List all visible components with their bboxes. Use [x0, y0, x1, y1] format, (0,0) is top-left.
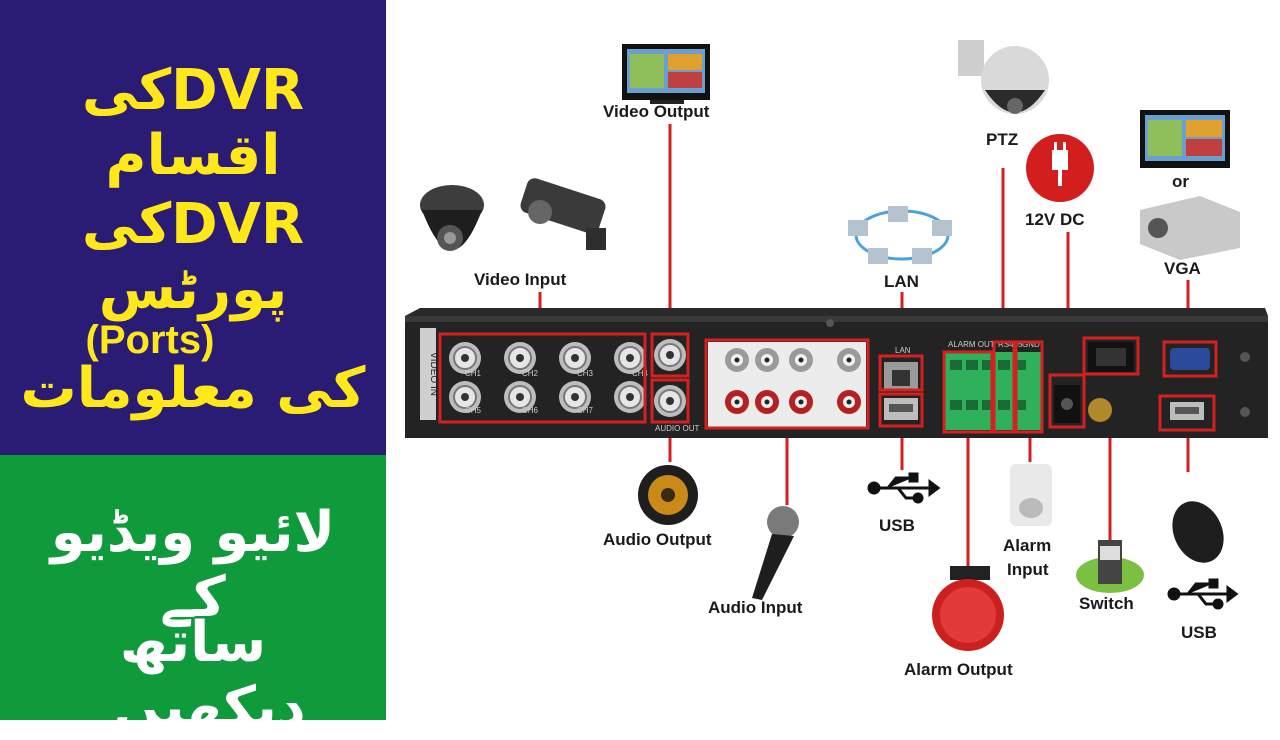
rca-connector	[837, 390, 861, 414]
title-line-1: DVRکی اقسام	[81, 58, 305, 188]
bnc-connector	[504, 381, 536, 413]
ch2-label: CH2	[522, 369, 539, 378]
dvr-ports-diagram: VIDEO IN CH1 CH2 CH3 CH4 CH5 CH6 CH7 AUD…	[405, 40, 1268, 651]
live-video-line-2: ساتھ دیکھیں۔	[80, 610, 306, 740]
ptz-camera-icon	[958, 40, 1049, 114]
alarm-input-label-1: Alarm	[1003, 536, 1052, 555]
bnc-connector	[654, 339, 686, 371]
audio-input-rca-ports	[725, 348, 861, 414]
title-line-3: (Ports)	[85, 318, 215, 362]
ptz-highlight	[992, 340, 1016, 434]
rca-connector	[789, 390, 813, 414]
video-input-label: Video Input	[474, 270, 567, 289]
lan-label: LAN	[884, 272, 919, 291]
rca-connector	[725, 390, 749, 414]
video-input-highlight	[438, 332, 647, 424]
dc-highlight	[1048, 373, 1086, 429]
ch5-label: CH5	[465, 406, 482, 415]
rca-connector	[755, 348, 779, 372]
vga-port	[1170, 348, 1210, 370]
lan-network-icon	[848, 206, 952, 264]
or-label: or	[1172, 172, 1189, 191]
alarm-button-icon	[932, 566, 1004, 651]
channel-labels: CH1 CH2 CH3 CH4 CH5 CH6 CH7 AUDIO OUT AL…	[465, 340, 1040, 433]
fan-label-sticker	[1088, 398, 1112, 422]
audio-input-label: Audio Input	[708, 598, 803, 617]
bnc-connector	[559, 342, 591, 374]
rca-connector	[755, 390, 779, 414]
lan-highlight	[878, 354, 924, 392]
video-output-highlight	[650, 332, 690, 378]
bullet-camera-icon	[520, 178, 606, 250]
title-line-4: کی معلومات	[20, 356, 366, 421]
microphone-icon	[752, 506, 799, 600]
toggle-switch-icon	[1076, 540, 1144, 593]
bnc-connector	[614, 381, 646, 413]
gnd-panel-text: GND	[1022, 340, 1040, 349]
title-panel: DVRکی اقسام DVRکی پورٹس (Ports) کی معلوم…	[0, 0, 386, 455]
live-video-line-1: لائیو ویڈیو کے	[50, 500, 336, 630]
switch-highlight	[1082, 336, 1140, 376]
lan-panel-text: LAN	[895, 346, 911, 355]
usb-symbol-icon	[867, 472, 941, 504]
dome-camera-icon	[420, 185, 484, 251]
ch6-label: CH6	[522, 406, 539, 415]
projector-icon	[1140, 196, 1240, 260]
speaker-icon	[638, 465, 698, 525]
ch3-label: CH3	[577, 369, 594, 378]
bnc-connector	[449, 381, 481, 413]
ptz-label: PTZ	[986, 130, 1019, 149]
rs485-panel-text: RS485	[998, 340, 1023, 349]
alarm-output-label: Alarm Output	[904, 660, 1013, 679]
dc-label: 12V DC	[1025, 210, 1085, 229]
bnc-connector	[654, 385, 686, 417]
audio-output-highlight	[650, 378, 690, 424]
vga-highlight	[1162, 340, 1218, 378]
usb-label-2: USB	[1181, 623, 1217, 642]
bnc-connector	[614, 342, 646, 374]
title-line-2: DVRکی پورٹس	[81, 192, 305, 322]
audio-input-highlight	[704, 338, 870, 430]
rca-connector	[789, 348, 813, 372]
live-video-panel: لائیو ویڈیو کے ساتھ دیکھیں۔	[0, 455, 386, 740]
usb2-highlight	[1158, 394, 1216, 432]
tv-monitor-vga-icon	[1140, 110, 1230, 168]
audio-output-label: Audio Output	[603, 530, 712, 549]
vga-label: VGA	[1164, 259, 1201, 278]
mouse-icon	[1172, 501, 1224, 563]
rca-connector	[725, 348, 749, 372]
video-input-bnc-ports	[449, 339, 686, 417]
bnc-connector	[504, 342, 536, 374]
pir-sensor-icon	[1010, 464, 1052, 526]
alarm-out-panel-text: ALARM OUT	[948, 340, 995, 349]
rca-connector	[837, 348, 861, 372]
alarm-input-highlight	[1014, 340, 1044, 434]
power-plug-icon	[1026, 134, 1094, 202]
ch7-label: CH7	[577, 406, 594, 415]
ch4-label: CH4	[632, 369, 649, 378]
switch-label: Switch	[1079, 594, 1134, 613]
alarm-output-highlight	[942, 350, 994, 434]
bnc-connector	[559, 381, 591, 413]
usb1-highlight	[878, 392, 924, 428]
audio-out-panel-text: AUDIO OUT	[655, 424, 700, 433]
bnc-connector	[449, 342, 481, 374]
ch1-label: CH1	[465, 369, 482, 378]
video-output-label: Video Output	[603, 102, 710, 121]
tv-monitor-icon	[622, 44, 710, 104]
video-in-panel-text: VIDEO IN	[428, 352, 439, 396]
usb-label-1: USB	[879, 516, 915, 535]
usb-symbol-icon-2	[1167, 578, 1239, 610]
alarm-input-label-2: Input	[1007, 560, 1049, 579]
